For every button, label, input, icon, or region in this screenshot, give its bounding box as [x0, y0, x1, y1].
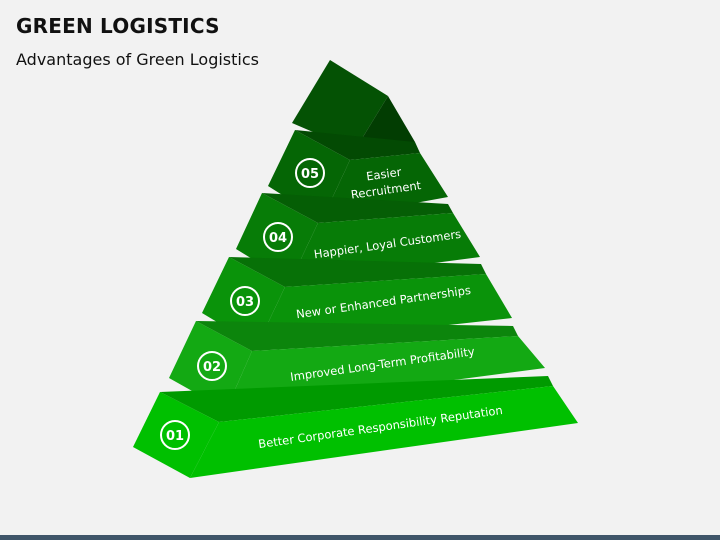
apex-left-face [292, 60, 388, 150]
slide-title: GREEN LOGISTICS [16, 14, 220, 38]
level-02-number-badge [197, 351, 227, 381]
level-04-number: 04 [269, 231, 287, 246]
pyramid-level-01: 01 Better Corporate Responsibility Reput… [133, 376, 578, 478]
level-01-top-strip [160, 376, 553, 422]
level-03-top-strip [229, 257, 486, 287]
level-02-number: 02 [203, 360, 221, 375]
level-04-top-strip [262, 193, 453, 223]
level-05-number: 05 [301, 167, 319, 182]
level-04-number-badge [263, 222, 293, 252]
level-02-top-strip [196, 321, 518, 351]
level-05-top-strip [295, 130, 420, 160]
level-05-label-line-1: Easier [365, 165, 402, 184]
bottom-accent-bar [0, 535, 720, 540]
level-01-front-face [190, 386, 578, 478]
level-01-number: 01 [166, 429, 184, 444]
level-02-left-face [169, 321, 252, 410]
level-01-left-face [133, 392, 219, 478]
slide-subtitle: Advantages of Green Logistics [16, 50, 259, 69]
level-05-number-badge [295, 158, 325, 188]
level-01-number-badge [160, 420, 190, 450]
level-03-number: 03 [236, 295, 254, 310]
pyramid-apex [292, 60, 415, 150]
level-03-number-badge [230, 286, 260, 316]
apex-right-face [355, 96, 415, 150]
